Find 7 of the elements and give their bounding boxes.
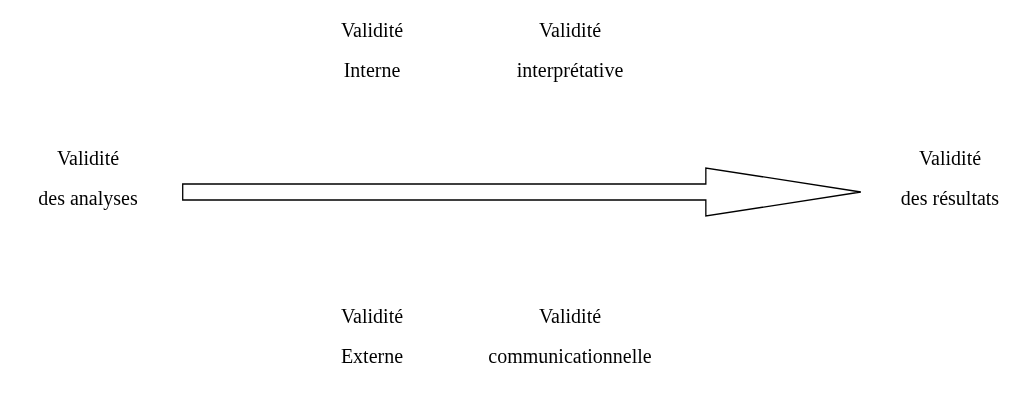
- node-text: Validité des résultats: [900, 138, 1000, 218]
- label-text: Validité Externe: [340, 304, 404, 369]
- label-text: Validité communicationnelle: [488, 304, 652, 369]
- node-text: Validité des analyses: [38, 138, 138, 218]
- label-text: Validité interprétative: [516, 18, 624, 84]
- block-arrow: [182, 167, 862, 217]
- label-text: Validité Interne: [340, 18, 404, 83]
